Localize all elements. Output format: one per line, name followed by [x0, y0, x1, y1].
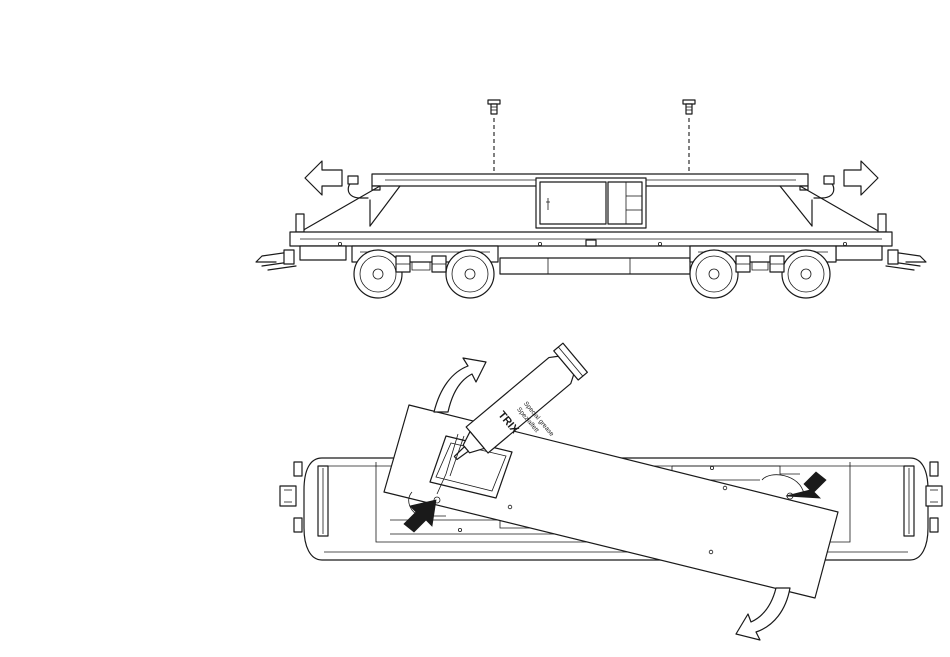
arrow-left-icon [305, 161, 342, 195]
screw-left [488, 100, 500, 114]
curved-arrow-up-icon [434, 358, 486, 412]
coupler-left [256, 250, 296, 270]
curved-arrow-down-icon [736, 588, 790, 640]
bogie-right [690, 246, 836, 298]
screw-right [683, 100, 695, 114]
lifted-cover [384, 405, 838, 598]
arrow-right-icon [844, 161, 878, 195]
bogie-left [352, 246, 498, 298]
end-coupler-left [280, 462, 302, 532]
side-view [256, 100, 926, 298]
coupler-right [886, 250, 926, 270]
top-view: TRIX Spezialfett Special grease [280, 343, 942, 640]
chassis-frame [290, 176, 892, 246]
